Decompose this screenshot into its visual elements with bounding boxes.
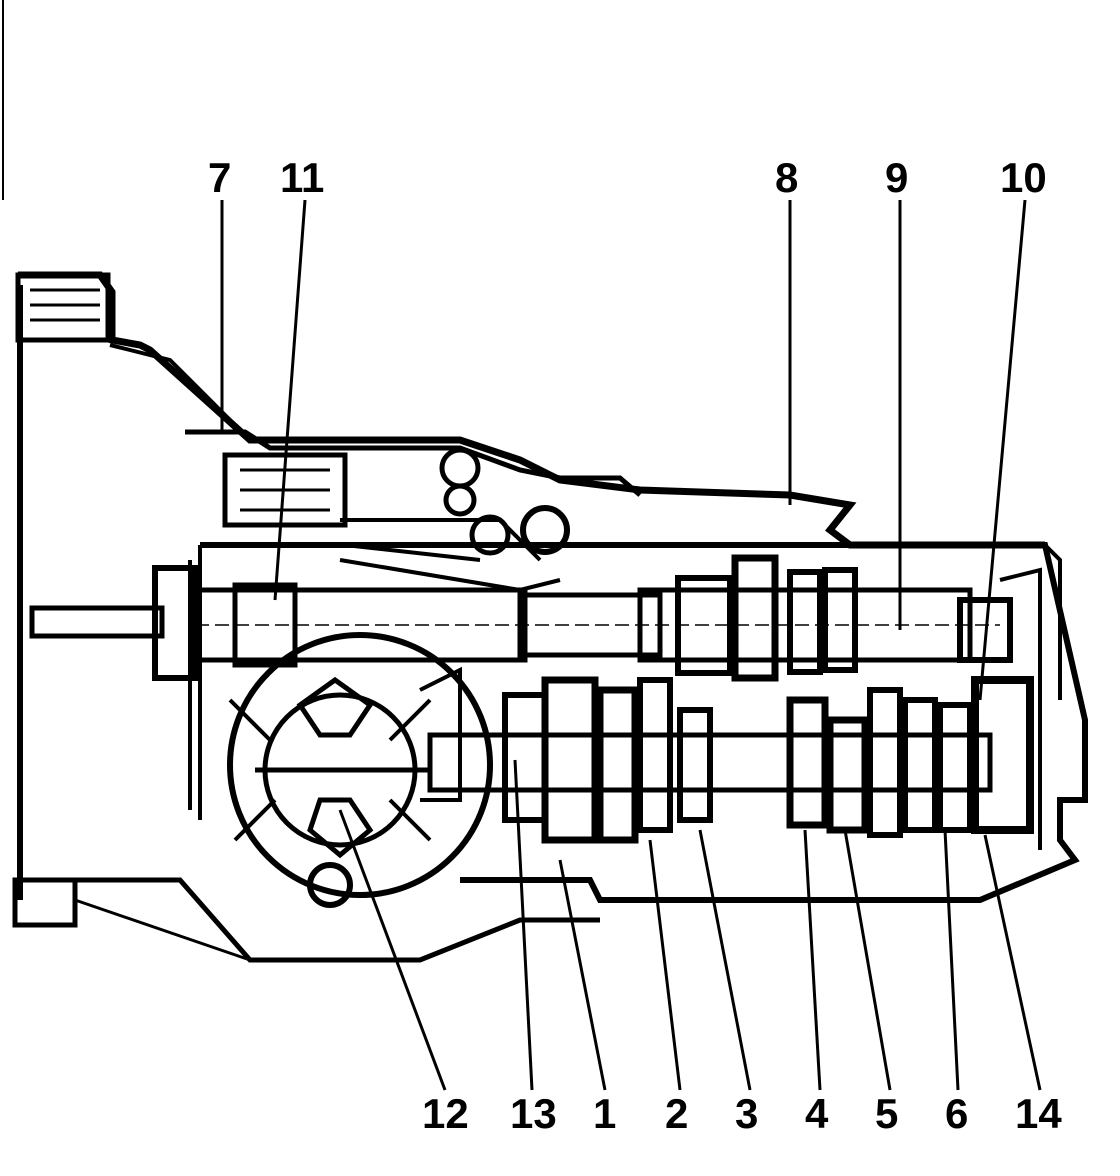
bell-housing (12, 271, 1045, 963)
callout-label-13: 13 (510, 1090, 557, 1137)
shift-housing (109, 343, 642, 593)
main-shaft (517, 554, 1013, 682)
callouts-top: 7 11 8 9 10 (208, 154, 1047, 201)
leader-13 (513, 759, 534, 1091)
callout-label-11: 11 (280, 154, 324, 201)
callout-label-4: 4 (805, 1090, 829, 1137)
differential (227, 632, 493, 908)
callout-label-9: 9 (885, 154, 908, 201)
callouts-bottom: 12 13 1 2 3 4 5 6 14 (422, 1090, 1062, 1137)
callout-label-5: 5 (875, 1090, 898, 1137)
callout-label-1: 1 (593, 1090, 616, 1137)
callout-label-2: 2 (665, 1090, 688, 1137)
callout-label-7: 7 (208, 154, 231, 201)
leader-6 (943, 829, 960, 1091)
leader-2 (648, 839, 682, 1091)
leader-1 (558, 859, 607, 1091)
callout-label-3: 3 (735, 1090, 758, 1137)
leader-14 (983, 834, 1042, 1091)
leader-4 (803, 829, 822, 1091)
leader-12 (338, 809, 447, 1091)
leader-lines (220, 199, 1042, 1091)
leader-11 (273, 199, 307, 601)
leader-10 (978, 199, 1027, 701)
countershaft-gears (427, 676, 1034, 844)
input-shaft (29, 565, 1000, 681)
callout-label-6: 6 (945, 1090, 968, 1137)
callout-label-14: 14 (1015, 1090, 1062, 1137)
callout-label-10: 10 (1000, 154, 1047, 201)
callout-label-12: 12 (422, 1090, 469, 1137)
callout-label-8: 8 (775, 154, 798, 201)
leader-3 (698, 829, 752, 1091)
leader-5 (843, 829, 892, 1091)
